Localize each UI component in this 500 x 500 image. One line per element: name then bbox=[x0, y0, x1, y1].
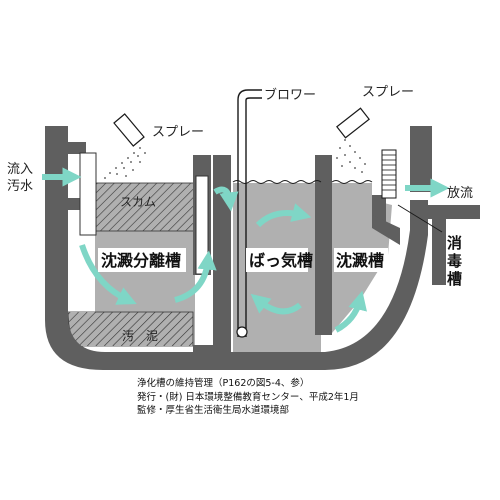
separation-baffle bbox=[195, 175, 209, 275]
caption-line-3: 監修・厚生省生活衛生局水道環境部 bbox=[137, 405, 290, 416]
arrow-aeration-bottom bbox=[250, 293, 302, 315]
arrow-settling-up bbox=[334, 290, 367, 333]
label-spray-right: スプレー bbox=[362, 85, 414, 100]
settling-label-box bbox=[334, 248, 388, 272]
caption-line-1: 浄化槽の維持管理（P162の図5-4、参） bbox=[137, 378, 310, 389]
label-sludge: 汚 泥 bbox=[122, 329, 158, 343]
arrow-aeration-top bbox=[255, 203, 312, 228]
spray-left-nozzle bbox=[104, 113, 146, 179]
label-disinfect-3: 槽 bbox=[447, 270, 462, 288]
arrow-over-wall bbox=[213, 186, 239, 212]
caption: 浄化槽の維持管理（P162の図5-4、参） 発行・(財) 日本環境整備教育センタ… bbox=[137, 377, 477, 418]
spray-right-nozzle bbox=[336, 107, 370, 173]
water-surface bbox=[232, 180, 373, 184]
label-inflow-2: 汚水 bbox=[7, 179, 33, 194]
blower-pipe bbox=[237, 89, 262, 337]
label-scum: スカム bbox=[120, 195, 156, 209]
label-spray-left: スプレー bbox=[152, 125, 204, 140]
arrow-separation-down bbox=[79, 244, 137, 305]
label-blower: ブロワー bbox=[264, 87, 316, 103]
aeration-label-box bbox=[246, 248, 308, 272]
caption-line-2: 発行・(財) 日本環境整備教育センター、平成2年1月 bbox=[137, 391, 359, 403]
label-disinfect-1: 消 bbox=[447, 234, 462, 252]
label-separation-tank: 沈澱分離槽 bbox=[101, 251, 181, 270]
label-aeration-tank: ばっ気槽 bbox=[249, 251, 313, 270]
diffuser bbox=[236, 326, 248, 338]
arrow-separation-up bbox=[174, 250, 217, 303]
disinfect-leader bbox=[397, 204, 443, 233]
flow-arrows bbox=[42, 167, 450, 333]
separation-label-box bbox=[98, 248, 186, 272]
label-inflow-1: 流入 bbox=[7, 162, 33, 177]
label-disinfect-2: 毒 bbox=[447, 252, 462, 270]
outlet-weir bbox=[381, 149, 397, 199]
label-discharge: 放流 bbox=[447, 186, 473, 201]
label-settling-tank: 沈澱槽 bbox=[336, 251, 384, 270]
